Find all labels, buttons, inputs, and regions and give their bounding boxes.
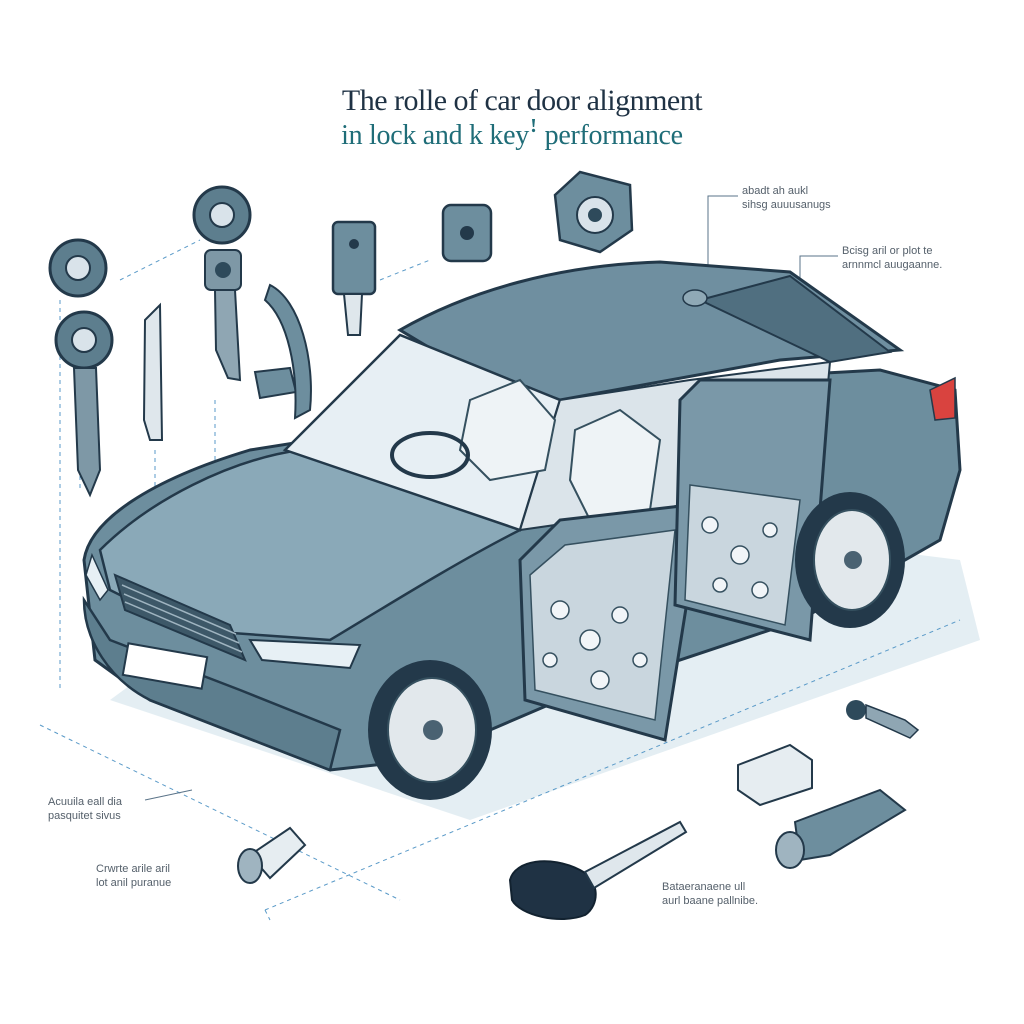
callout-line: sihsg auuusanugs xyxy=(742,199,831,211)
tail-light xyxy=(929,376,956,421)
steering-wheel xyxy=(390,431,470,479)
callout-line: Crwrte arile aril xyxy=(96,863,170,875)
callout-mid-right: Bcisg aril or plot te arnnmcl auugaanne. xyxy=(842,244,942,272)
door-lock-housing-icon xyxy=(553,170,634,254)
lock-barrel-icon xyxy=(775,788,907,869)
front-bumper xyxy=(82,595,342,772)
lock-actuator-icon xyxy=(441,203,493,263)
callout-top-right: abadt ah aukl sihsg auuusanugs xyxy=(742,184,831,212)
callout-line: Bcisg aril or plot te xyxy=(842,245,933,257)
license-plate xyxy=(121,642,209,690)
door-latch-icon xyxy=(263,283,312,420)
lock-block-icon xyxy=(737,743,813,807)
front-seat xyxy=(458,378,557,482)
round-key-icon xyxy=(48,238,114,498)
front-door-panel xyxy=(529,529,676,721)
title-line-2: in lock and k keyꜝ performance xyxy=(341,120,683,151)
callout-line: lot anil puranue xyxy=(96,877,172,889)
callout-line: aurl baane pallnibe. xyxy=(662,895,759,907)
roof-antenna xyxy=(682,289,708,307)
rear-window xyxy=(697,274,893,364)
car xyxy=(82,260,962,800)
small-key-icon xyxy=(846,700,920,739)
blade-key-icon xyxy=(142,302,164,441)
callout-line: pasquitet sivus xyxy=(48,810,121,822)
door-lock-mechanisms xyxy=(542,516,778,690)
callout-left-a: Acuuila eall dia pasquitet sivus xyxy=(48,795,122,823)
title-line-1: The rolle of car door alignment xyxy=(341,84,703,117)
cylinder-plug-icon xyxy=(237,826,307,884)
callout-line: Acuuila eall dia xyxy=(48,796,122,808)
callout-line: Bataeranaene ull xyxy=(662,881,746,893)
round-key-icon xyxy=(192,185,252,382)
callout-line: abadt ah aukl xyxy=(742,185,809,197)
left-headlight xyxy=(85,552,109,602)
headlight xyxy=(248,638,362,670)
lock-cylinder-icon xyxy=(331,220,377,336)
callout-line: arnnmcl auugaanne. xyxy=(842,259,943,271)
diagram-title: The rolle of car door alignment in lock … xyxy=(0,84,1024,152)
key-fob-icon xyxy=(508,820,688,921)
callout-bottom: Bataeranaene ull aurl baane pallnibe. xyxy=(662,880,758,908)
side-mirror xyxy=(253,366,298,400)
callout-left-b: Crwrte arile aril lot anil puranue xyxy=(96,862,171,890)
